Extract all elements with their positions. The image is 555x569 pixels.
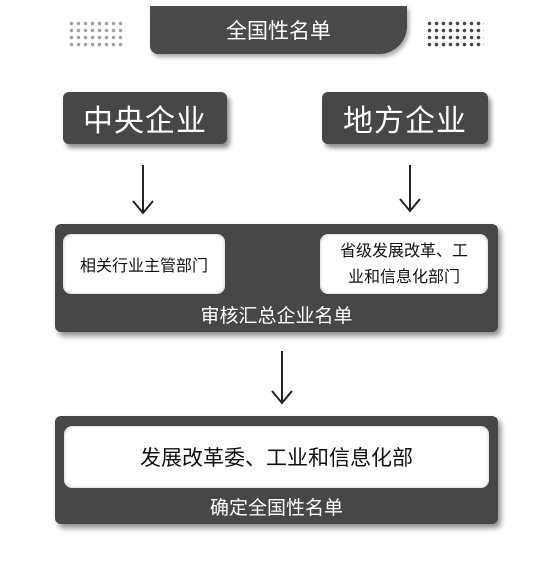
decorative-dots-right <box>426 20 484 48</box>
industry-department-label: 相关行业主管部门 <box>79 256 208 275</box>
central-enterprises-box: 中央企业 <box>63 92 227 144</box>
arrow-down-icon <box>132 165 154 215</box>
review-label: 审核汇总企业名单 <box>200 305 353 327</box>
title-tab: 全国性名单 <box>150 6 407 54</box>
arrow-down-icon <box>399 165 421 213</box>
local-enterprises-box: 地方企业 <box>322 92 488 144</box>
confirm-label: 确定全国性名单 <box>209 497 343 519</box>
authority-label: 发展改革委、工业和信息化部 <box>140 446 413 470</box>
local-enterprises-label: 地方企业 <box>343 104 467 139</box>
decorative-dots-left <box>68 20 126 48</box>
industry-department-box: 相关行业主管部门 <box>63 234 225 294</box>
provincial-department-box: 省级发展改革、工 业和信息化部门 <box>320 234 488 294</box>
provincial-department-line1: 省级发展改革、工 <box>339 241 468 260</box>
review-panel: 相关行业主管部门 省级发展改革、工 业和信息化部门 审核汇总企业名单 <box>55 224 498 332</box>
provincial-department-line2: 业和信息化部门 <box>347 267 460 286</box>
central-enterprises-label: 中央企业 <box>83 104 207 139</box>
authority-box: 发展改革委、工业和信息化部 <box>64 426 489 488</box>
arrow-down-icon <box>271 351 293 405</box>
title-text: 全国性名单 <box>226 19 331 43</box>
confirm-panel: 发展改革委、工业和信息化部 确定全国性名单 <box>55 416 498 524</box>
